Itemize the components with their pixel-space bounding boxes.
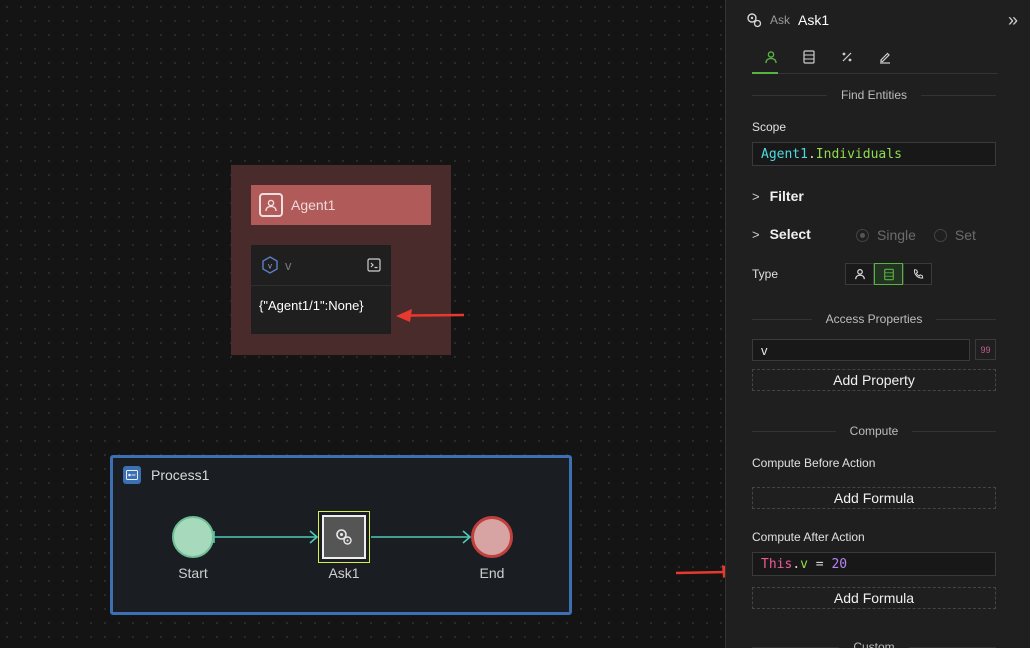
table-icon	[803, 50, 815, 64]
ask-node[interactable]	[318, 511, 370, 563]
gears-icon	[747, 13, 762, 28]
chevron-right-icon: >	[752, 226, 760, 242]
start-node[interactable]	[172, 516, 214, 558]
agent-card[interactable]: Agent1 v v {"Agent1/1":None}	[231, 165, 451, 355]
add-formula-after-button[interactable]: Add Formula	[752, 587, 996, 609]
end-node[interactable]	[471, 516, 513, 558]
type-table-button[interactable]	[874, 263, 903, 285]
properties-panel: Ask Ask1 » Find Entities Scope Agent1.In…	[725, 0, 1030, 648]
property-input[interactable]: v	[752, 339, 970, 361]
phone-icon	[913, 269, 923, 279]
agent-title: Agent1	[291, 197, 336, 213]
scope-label: Scope	[752, 120, 787, 134]
tab-agent[interactable]	[752, 48, 790, 74]
variable-value: {"Agent1/1":None}	[259, 298, 364, 313]
section-access-properties: Access Properties	[752, 312, 996, 326]
select-expander[interactable]: > Select	[752, 226, 811, 242]
compute-before-label: Compute Before Action	[752, 456, 876, 470]
start-node-label: Start	[178, 565, 208, 581]
add-formula-before-button[interactable]: Add Formula	[752, 487, 996, 509]
formula-number: 20	[831, 556, 848, 572]
panel-node-kind: Ask	[770, 13, 791, 27]
property-quote-badge[interactable]: 99	[975, 339, 996, 360]
process-icon	[123, 466, 141, 484]
filter-expander[interactable]: > Filter	[752, 188, 804, 204]
select-label: Select	[769, 226, 811, 242]
radio-set[interactable]	[933, 228, 947, 242]
table-icon	[883, 268, 894, 280]
process-flow-edges	[213, 530, 472, 544]
formula-operator: =	[807, 556, 832, 572]
person-icon	[854, 269, 865, 280]
tab-percent[interactable]	[828, 48, 866, 73]
radio-single-label: Single	[877, 227, 916, 243]
variable-header: v v	[251, 245, 391, 286]
section-find-entities: Find Entities	[752, 88, 996, 102]
process-header: Process1	[123, 466, 209, 484]
ask-node-label: Ask1	[328, 565, 360, 581]
select-radio-group: Single Set	[856, 227, 976, 243]
person-icon	[765, 51, 777, 64]
pencil-icon	[880, 52, 890, 64]
type-toggle-group	[845, 263, 932, 285]
compute-after-label: Compute After Action	[752, 530, 865, 544]
tab-table[interactable]	[790, 48, 828, 73]
scope-member: Individuals	[815, 146, 902, 162]
variable-name: v	[285, 257, 292, 273]
panel-header: Ask Ask1	[746, 12, 829, 28]
panel-tabs	[752, 48, 998, 74]
svg-text:v: v	[268, 262, 272, 271]
section-compute: Compute	[752, 424, 996, 438]
variable-box[interactable]: v v {"Agent1/1":None}	[251, 245, 391, 334]
agent-header[interactable]: Agent1	[251, 185, 431, 225]
gears-icon	[336, 529, 352, 545]
agent-icon	[259, 193, 283, 217]
formula-dot: .	[792, 556, 801, 572]
type-person-button[interactable]	[845, 263, 874, 285]
scope-dot: .	[807, 146, 816, 162]
radio-single[interactable]	[856, 228, 869, 242]
end-node-label: End	[479, 565, 505, 581]
section-custom: Custom	[752, 640, 996, 648]
formula-member: v	[800, 556, 808, 572]
type-label: Type	[752, 267, 779, 281]
type-phone-button[interactable]	[903, 263, 932, 285]
radio-set-label: Set	[954, 227, 976, 243]
percent-icon	[842, 52, 852, 62]
process-title: Process1	[151, 467, 210, 483]
tab-edit[interactable]	[866, 48, 904, 73]
scope-object: Agent1	[761, 146, 808, 162]
scope-input[interactable]: Agent1.Individuals	[752, 142, 996, 166]
chevron-right-icon: >	[752, 188, 760, 204]
collapse-panel-button[interactable]: »	[1007, 10, 1018, 30]
filter-label: Filter	[769, 188, 804, 204]
panel-node-name: Ask1	[798, 12, 830, 28]
compute-after-formula[interactable]: This.v = 20	[752, 552, 996, 576]
annotation-arrow-value	[396, 309, 465, 322]
formula-object: This	[761, 556, 793, 572]
terminal-icon[interactable]	[367, 258, 381, 272]
add-property-button[interactable]: Add Property	[752, 369, 996, 391]
variable-hex-icon: v	[262, 256, 278, 274]
ask-node-body	[322, 515, 366, 559]
process-container[interactable]: Process1 Start Ask1 End	[110, 455, 572, 615]
